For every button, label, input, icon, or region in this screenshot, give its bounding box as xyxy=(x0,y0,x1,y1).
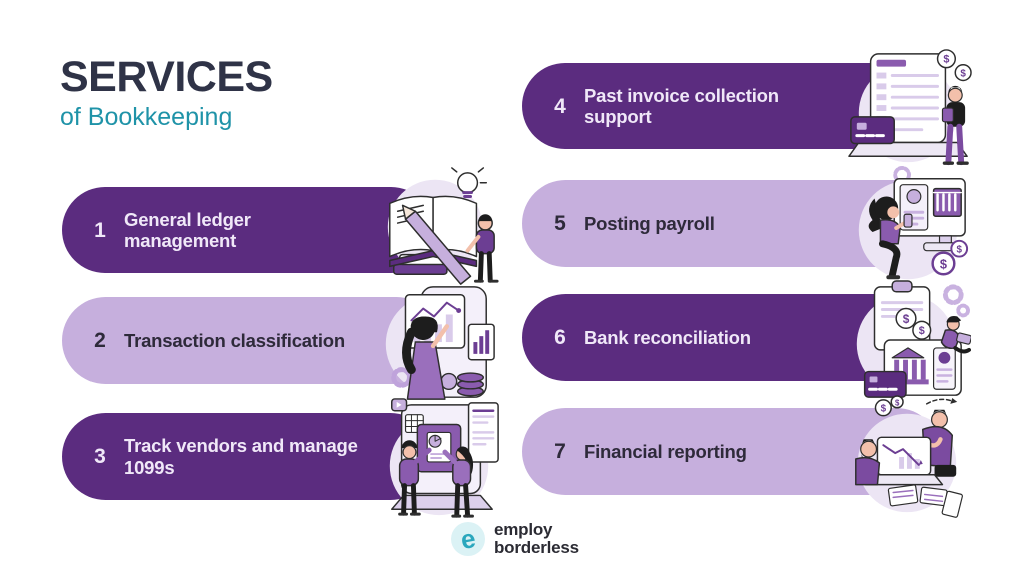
item-label-line: General ledger xyxy=(124,208,251,230)
brand-footer: e employ borderless xyxy=(450,521,579,557)
item-label: Transaction classification xyxy=(124,330,345,351)
posting-payroll-illustration: $ $ xyxy=(845,165,973,293)
item-label: Bank reconciliation xyxy=(584,327,751,348)
service-pill-3: 3 Track vendors and manage 1099s xyxy=(62,413,434,500)
bank-reconciliation-illustration: $ $ xyxy=(843,279,972,407)
invoice-collection-illustration: $ $ xyxy=(845,46,973,174)
item-label: Posting payroll xyxy=(584,213,715,234)
svg-text:$: $ xyxy=(956,245,962,256)
svg-text:$: $ xyxy=(960,69,966,80)
item-number: 1 xyxy=(94,218,106,242)
logo-letter: e xyxy=(458,523,477,555)
item-label-line: Track vendors and manage xyxy=(124,435,358,457)
item-number: 7 xyxy=(554,440,566,463)
brand-name: employ borderless xyxy=(494,521,579,557)
item-label-line: Transaction classification xyxy=(124,329,345,351)
item-number: 2 xyxy=(94,329,106,352)
svg-text:$: $ xyxy=(943,54,949,66)
item-label: Track vendors and manage 1099s xyxy=(124,435,358,478)
employ-borderless-logo-icon: e xyxy=(451,522,485,556)
item-label-line: Posting payroll xyxy=(584,212,715,234)
item-label-line: Financial reporting xyxy=(584,440,747,462)
item-label-line: Bank reconciliation xyxy=(584,326,751,348)
item-label-line: management xyxy=(124,230,237,251)
item-label-line: Past invoice collection xyxy=(584,84,779,106)
brand-line-1: employ xyxy=(494,520,553,539)
service-pill-2: 2 Transaction classification xyxy=(62,297,440,384)
item-label-line: 1099s xyxy=(124,456,175,478)
item-label: General ledger management xyxy=(124,209,251,252)
svg-text:$: $ xyxy=(903,312,910,326)
item-number: 4 xyxy=(554,94,566,118)
svg-text:$: $ xyxy=(881,404,887,415)
svg-text:$: $ xyxy=(895,398,900,407)
item-label: Financial reporting xyxy=(584,441,747,462)
brand-line-2: borderless xyxy=(494,538,579,557)
transaction-classification-illustration xyxy=(372,281,500,409)
page-title: SERVICES xyxy=(60,53,273,101)
svg-text:$: $ xyxy=(940,256,947,271)
general-ledger-illustration xyxy=(376,164,504,292)
item-number: 6 xyxy=(554,326,566,349)
item-label-line: support xyxy=(584,106,652,127)
track-vendors-illustration xyxy=(376,395,504,523)
financial-reporting-illustration: $ $ xyxy=(842,394,970,522)
item-number: 5 xyxy=(554,212,566,235)
svg-text:$: $ xyxy=(919,325,925,337)
header: SERVICES of Bookkeeping xyxy=(60,56,273,130)
page-subtitle: of Bookkeeping xyxy=(60,103,233,131)
item-number: 3 xyxy=(94,445,106,468)
item-label: Past invoice collection support xyxy=(584,85,779,128)
service-pill-1: 1 General ledger management xyxy=(62,187,434,273)
